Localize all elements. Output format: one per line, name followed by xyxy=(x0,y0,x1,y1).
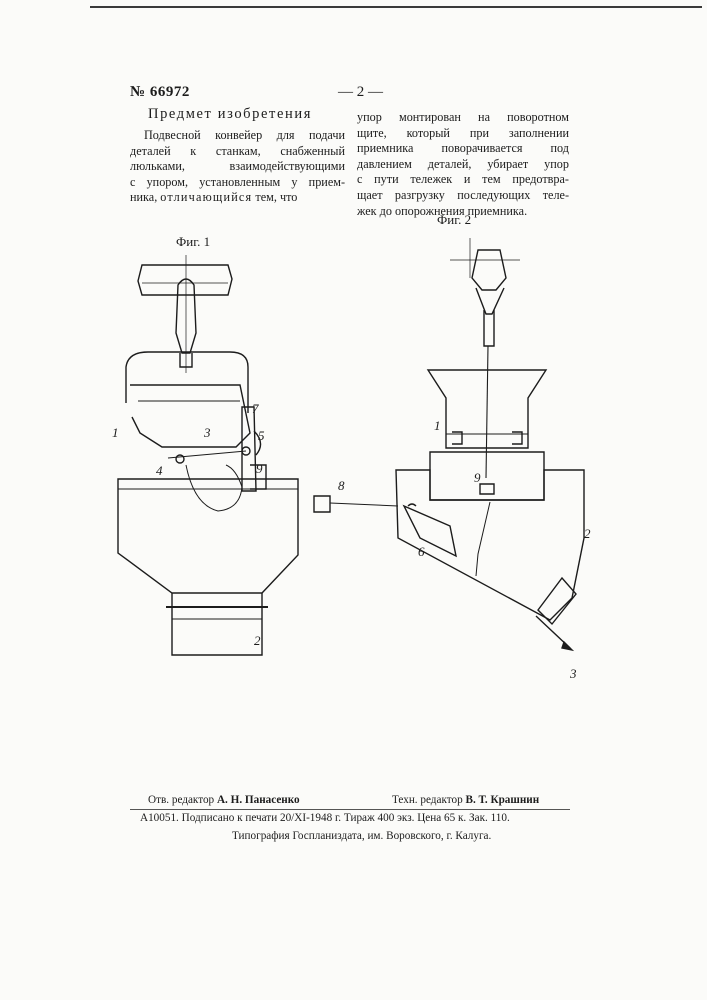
claims-line: щите, который при заполнении xyxy=(357,126,569,142)
fig1-label-4: 4 xyxy=(156,463,163,478)
claims-line: с упором, установленным у прием- xyxy=(130,175,345,191)
fig1-label-7: 7 xyxy=(252,401,259,416)
chute xyxy=(476,502,490,576)
fig1-label-1: 1 xyxy=(112,425,119,440)
editor-name: А. Н. Панасенко xyxy=(217,794,300,806)
cradle-lower xyxy=(430,452,544,500)
shield-6 xyxy=(404,506,456,556)
fig2-label-2: 2 xyxy=(584,526,591,541)
tech-editor-label: Техн. редактор xyxy=(392,794,463,806)
claims-line: деталей к станкам, снабженный xyxy=(130,144,345,160)
claims-fragment: тем, что xyxy=(255,190,297,204)
claims-line: Подвесной конвейер для подачи xyxy=(130,128,345,144)
figure-2-drawing: 1 2 3 6 8 9 xyxy=(300,238,600,678)
shield-pivot xyxy=(408,504,416,506)
fig2-label-6: 6 xyxy=(418,544,425,559)
section-title: Предмет изобретения xyxy=(148,106,312,123)
claims-line: люльками, взаимодействующими xyxy=(130,159,345,175)
receiver-body xyxy=(118,479,298,593)
arrow-3-head xyxy=(562,642,572,650)
fig2-label-8: 8 xyxy=(338,478,345,493)
load xyxy=(186,465,242,511)
patent-number: № 66972 xyxy=(130,84,190,101)
footer-rule xyxy=(130,809,570,810)
figure-1-drawing: 1 2 3 4 5 7 9 xyxy=(100,255,320,675)
cradle-body xyxy=(130,385,250,447)
tech-editor-name: В. Т. Крашнин xyxy=(465,794,539,806)
claims-line: щает разгрузку последующих теле- xyxy=(357,188,569,204)
fig1-label-2: 2 xyxy=(254,633,261,648)
pull-line-8 xyxy=(330,503,398,506)
claims-emphasis: отличающийся xyxy=(160,190,252,204)
page-number: — 2 — xyxy=(338,84,383,101)
claims-line: приемника поворачивается под xyxy=(357,141,569,157)
fig1-label-5: 5 xyxy=(258,428,265,443)
hanger-arm xyxy=(476,288,504,314)
stop-9 xyxy=(480,484,494,494)
receiver-neck xyxy=(172,593,262,655)
fig1-label-9: 9 xyxy=(256,461,263,476)
fig2-label-1: 1 xyxy=(434,418,441,433)
footer-tech-editor: Техн. редактор В. Т. Крашнин xyxy=(392,794,539,806)
cradle-frame xyxy=(126,352,248,413)
fig1-label-3: 3 xyxy=(203,425,211,440)
claims-right-column: упор монтирован на поворотном щите, кото… xyxy=(357,110,569,219)
fig2-caption: Фиг. 2 xyxy=(437,212,471,228)
hanger-rod xyxy=(486,346,488,478)
claims-line: с пути тележек и тем предотвра- xyxy=(357,172,569,188)
editor-label: Отв. редактор xyxy=(148,794,214,806)
fig1-caption: Фиг. 1 xyxy=(176,234,210,250)
top-rule xyxy=(90,6,702,8)
claims-line: давлением деталей, убирает упор xyxy=(357,157,569,173)
footer-editor: Отв. редактор А. Н. Панасенко xyxy=(148,794,300,806)
claims-line-mixed: ника, отличающийся тем, что xyxy=(130,190,345,206)
fig2-label-3: 3 xyxy=(569,666,577,681)
claims-fragment: ника, xyxy=(130,190,157,204)
claims-line: упор монтирован на поворотном xyxy=(357,110,569,126)
bracket-8 xyxy=(314,496,330,512)
hanger-link xyxy=(484,310,494,346)
rail-beam xyxy=(138,265,232,295)
claims-left-column: Подвесной конвейер для подачи деталей к … xyxy=(130,128,345,206)
footer-print-info: А10051. Подписано к печати 20/XI-1948 г.… xyxy=(140,812,510,824)
footer-printer: Типография Госпланиздата, им. Воровского… xyxy=(232,830,491,842)
rail-head xyxy=(472,250,506,290)
fig2-label-9: 9 xyxy=(474,470,481,485)
